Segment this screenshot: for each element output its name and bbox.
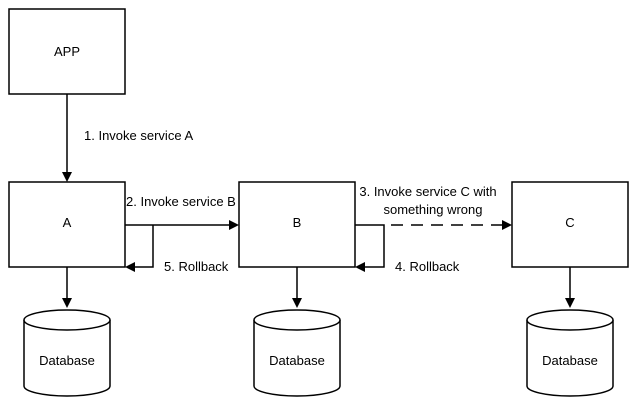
- rollback-loop-a: [125, 225, 154, 272]
- database-a[interactable]: Database: [23, 309, 111, 397]
- step-2-label: 2. Invoke service B: [126, 194, 236, 209]
- step-4-label: 4. Rollback: [395, 259, 460, 274]
- service-a-node[interactable]: A: [8, 181, 126, 268]
- arrow-a-to-b: [125, 220, 239, 230]
- arrow-c-to-database: [565, 267, 575, 308]
- arrow-app-to-a: [62, 94, 72, 182]
- step-1-label: 1. Invoke service A: [84, 128, 193, 143]
- arrow-a-to-database: [62, 267, 72, 308]
- database-b-label: Database: [269, 353, 325, 368]
- service-b-node[interactable]: B: [238, 181, 356, 268]
- arrow-b-to-database: [292, 267, 302, 308]
- service-c-node[interactable]: C: [511, 181, 629, 268]
- service-a-label: A: [63, 215, 72, 230]
- arrow-b-to-c-dashed: [391, 220, 512, 230]
- step-3-label-line-1: 3. Invoke service C with: [359, 184, 496, 199]
- database-a-label: Database: [39, 353, 95, 368]
- service-c-label: C: [565, 215, 574, 230]
- database-c-label: Database: [542, 353, 598, 368]
- service-b-label: B: [293, 215, 302, 230]
- app-node-label: APP: [54, 44, 80, 59]
- step-3-label-line-2: something wrong: [384, 202, 483, 217]
- rollback-loop-b: [355, 224, 385, 272]
- app-node[interactable]: APP: [8, 8, 126, 95]
- database-b[interactable]: Database: [253, 309, 341, 397]
- step-5-label: 5. Rollback: [164, 259, 229, 274]
- database-c[interactable]: Database: [526, 309, 614, 397]
